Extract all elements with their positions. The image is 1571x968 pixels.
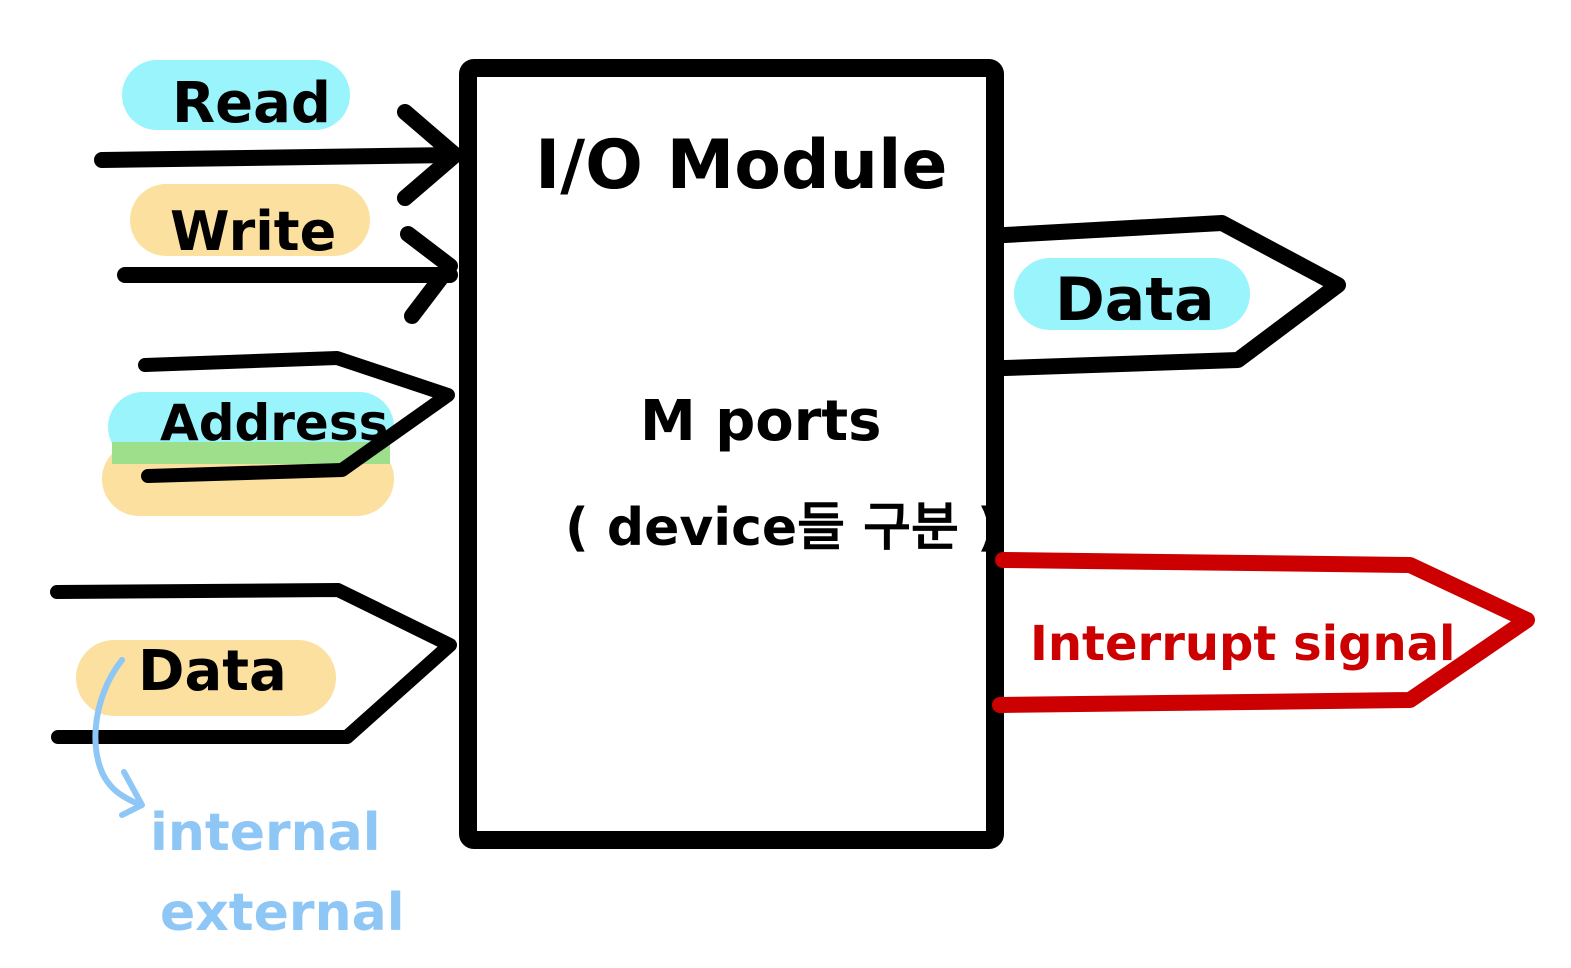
- write-highlight: [130, 184, 370, 256]
- internal-note-label: internal: [150, 803, 381, 863]
- data-in-highlight: [76, 640, 336, 716]
- write-arrow-head: [400, 226, 458, 324]
- interrupt-signal-arrow: [992, 552, 1535, 713]
- data-out-highlight: [1014, 258, 1250, 330]
- data-out-bus-arrow: [997, 215, 1346, 376]
- io-module-box: [459, 59, 1004, 849]
- read-arrow-line: [94, 147, 463, 168]
- data-out-label: Data: [1055, 265, 1214, 335]
- external-note-label: external: [160, 883, 405, 943]
- write-arrow: [117, 226, 458, 324]
- read-arrow-head: [397, 104, 463, 206]
- read-highlight: [122, 60, 350, 130]
- data-in-label: Data: [138, 639, 287, 704]
- module-ports-line1: M ports: [640, 389, 882, 454]
- module-ports-line2: ( device들 구분 ): [565, 498, 1001, 558]
- module-title: I/O Module: [535, 126, 948, 205]
- internal-external-note-arrow: [92, 657, 143, 808]
- write-label: Write: [170, 200, 336, 263]
- address-highlight-overlap: [112, 442, 390, 464]
- interrupt-signal-label: Interrupt signal: [1030, 616, 1455, 672]
- internal-external-note-arrowhead: [119, 769, 145, 818]
- address-bus-arrow: [138, 351, 455, 483]
- data-in-bus-arrow: [50, 583, 457, 744]
- address-label: Address: [160, 394, 388, 452]
- read-label: Read: [172, 71, 331, 136]
- read-arrow: [94, 104, 463, 206]
